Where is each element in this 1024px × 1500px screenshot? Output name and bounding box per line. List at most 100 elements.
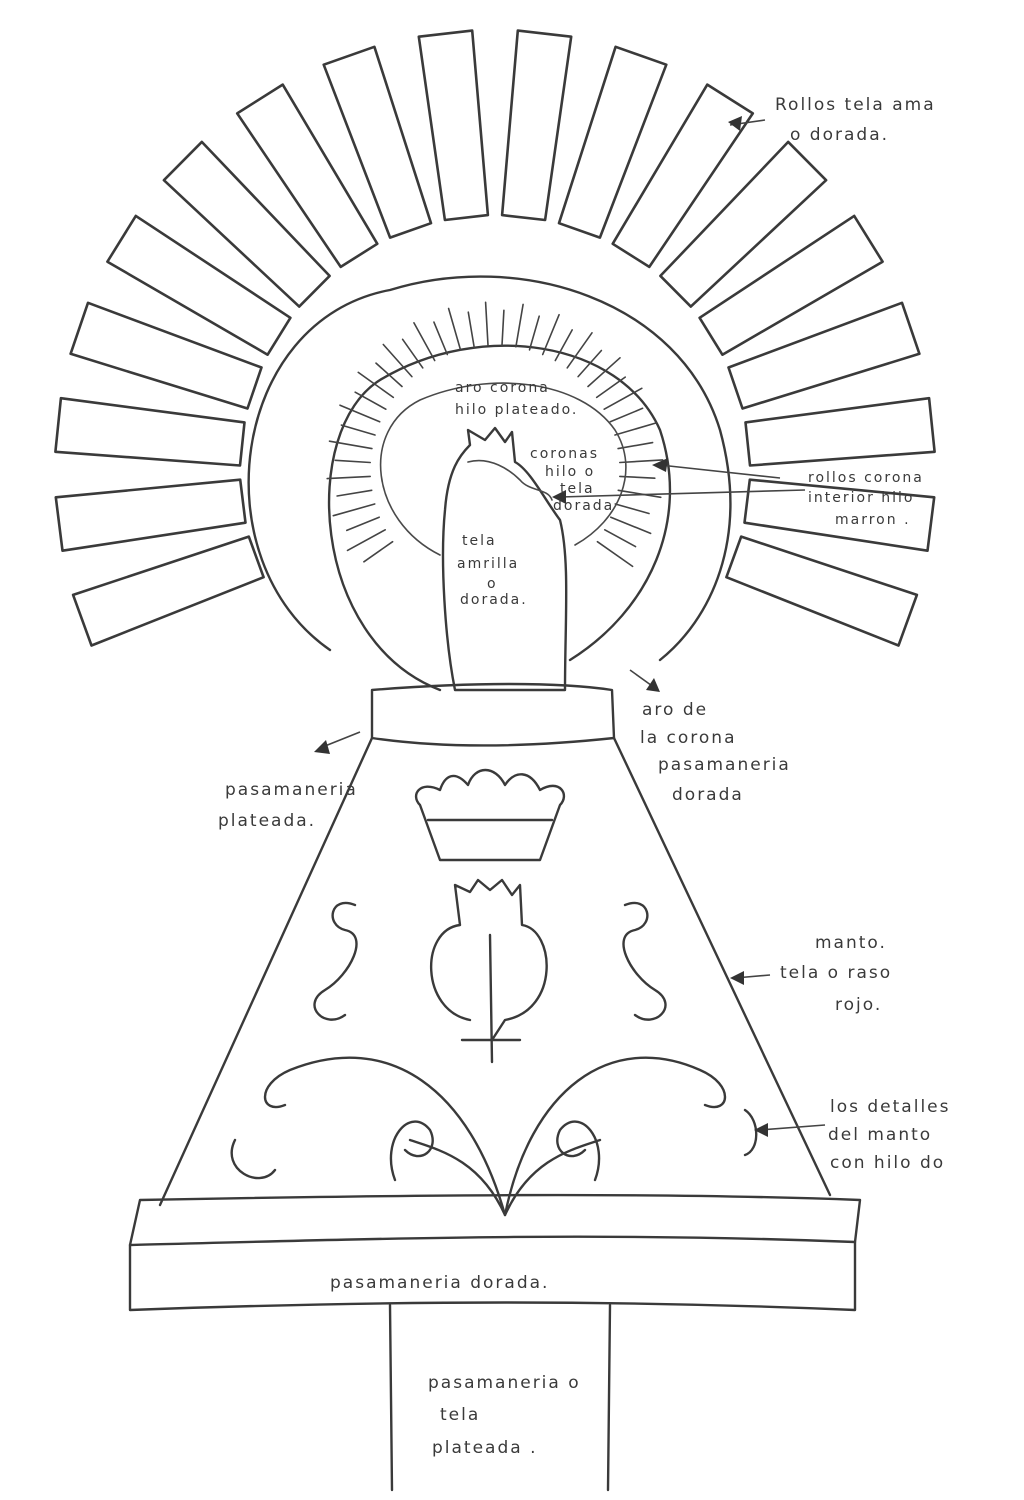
spike-18 [447, 307, 462, 351]
spike-16 [413, 321, 436, 362]
svg-text:hilo o: hilo o [545, 464, 595, 480]
pillar-column [388, 1303, 612, 1492]
spike-1 [363, 540, 394, 563]
right-scroll [622, 901, 667, 1021]
spike-28 [587, 356, 621, 388]
label-inner-ring: aro corona hilo plateado. [455, 380, 576, 418]
spike-29 [595, 376, 627, 399]
svg-text:aro de: aro de [642, 700, 708, 720]
spike-19 [467, 311, 475, 348]
svg-text:del manto: del manto [828, 1125, 932, 1145]
ray-11 [557, 45, 668, 239]
spike-4 [332, 503, 376, 517]
svg-text:tela o raso: tela o raso [780, 963, 892, 983]
svg-text:dorada: dorada [672, 785, 744, 805]
spike-10 [339, 404, 381, 423]
spike-12 [357, 371, 395, 399]
spike-2 [346, 528, 387, 552]
label-crown-small: coronas hilo o tela dorada [530, 446, 614, 514]
svg-text:la corona: la corona [640, 728, 737, 748]
spike-3 [345, 516, 381, 532]
spike-23 [528, 315, 541, 351]
annotation-arrows [314, 116, 826, 1137]
label-rays: Rollos tela ama o dorada. [775, 95, 934, 145]
svg-text:dorada.: dorada. [460, 592, 528, 608]
ray-3 [54, 396, 246, 467]
spike-26 [566, 331, 593, 369]
spike-33 [617, 441, 654, 450]
ray-1 [71, 535, 265, 647]
svg-text:dorada: dorada [553, 498, 614, 514]
svg-text:interior hilo: interior hilo [808, 490, 915, 506]
label-column: pasamaneria o tela plateada . [428, 1373, 581, 1458]
label-face-cloth: tela amrilla o dorada. [457, 533, 528, 608]
svg-text:amrilla: amrilla [457, 556, 519, 572]
ray-9 [417, 29, 490, 222]
spike-6 [326, 475, 372, 480]
label-mantle: manto. tela o raso rojo. [780, 933, 892, 1015]
lower-ornament-left [230, 1056, 507, 1217]
svg-text:o dorada.: o dorada. [790, 125, 889, 145]
svg-text:pasamaneria dorada.: pasamaneria dorada. [330, 1273, 549, 1293]
spike-9 [340, 424, 376, 436]
spike-7 [334, 459, 372, 464]
svg-text:rollos corona: rollos corona [808, 470, 924, 486]
inner-crown-spikes [326, 301, 664, 568]
spike-39 [603, 528, 637, 548]
svg-text:aro corona: aro corona [455, 380, 550, 396]
label-bottom-trim: pasamaneria dorada. [330, 1273, 549, 1293]
mantle-crown [414, 768, 566, 862]
ray-18 [725, 535, 919, 647]
spike-5 [336, 489, 373, 497]
svg-text:coronas: coronas [530, 446, 599, 462]
crown-ring-band [370, 682, 616, 747]
ray-15 [727, 301, 921, 410]
spike-15 [401, 338, 424, 369]
ray-13 [659, 140, 828, 308]
crown-inner-ring [379, 382, 627, 556]
spike-24 [541, 313, 560, 356]
ray-6 [162, 140, 331, 308]
sunburst-rays [54, 29, 936, 647]
spike-31 [609, 407, 644, 423]
spike-8 [328, 440, 373, 450]
label-inner-rolls: rollos corona interior hilo marron . [808, 470, 924, 528]
label-left-trim: pasamaneria plateada. [218, 780, 358, 831]
spike-22 [515, 303, 524, 348]
svg-text:tela: tela [560, 481, 595, 497]
svg-text:plateada.: plateada. [218, 811, 316, 831]
ray-4 [69, 301, 263, 410]
svg-text:pasamaneria: pasamaneria [658, 755, 791, 775]
ray-14 [698, 214, 884, 357]
spike-30 [603, 387, 643, 411]
ray-7 [235, 83, 379, 269]
label-details: los detalles del manto con hilo do [828, 1097, 950, 1173]
svg-text:con hilo do: con hilo do [830, 1153, 945, 1173]
ray-17 [743, 478, 936, 553]
svg-text:manto.: manto. [815, 933, 887, 953]
ray-12 [611, 83, 755, 269]
ray-16 [744, 396, 936, 467]
svg-text:pasamaneria: pasamaneria [225, 780, 358, 800]
spike-20 [484, 301, 489, 347]
inner-halo-ring [327, 344, 672, 692]
svg-text:rojo.: rojo. [835, 995, 882, 1015]
ray-10 [500, 29, 573, 222]
spike-11 [354, 391, 387, 411]
pillar-symbol [430, 878, 548, 1064]
virgin-figure [441, 426, 568, 692]
spike-36 [617, 489, 662, 499]
svg-text:o: o [487, 576, 498, 592]
spike-17 [433, 321, 449, 356]
svg-text:plateada .: plateada . [432, 1438, 538, 1458]
label-crown-ring: aro de la corona pasamaneria dorada [640, 700, 791, 805]
svg-text:pasamaneria o: pasamaneria o [428, 1373, 581, 1393]
svg-text:tela: tela [462, 533, 497, 549]
ray-5 [106, 214, 292, 357]
svg-text:los detalles: los detalles [830, 1097, 950, 1117]
bottom-trim-lower [128, 1240, 857, 1312]
face-outline [467, 459, 553, 501]
outer-halo-ring [247, 275, 732, 662]
